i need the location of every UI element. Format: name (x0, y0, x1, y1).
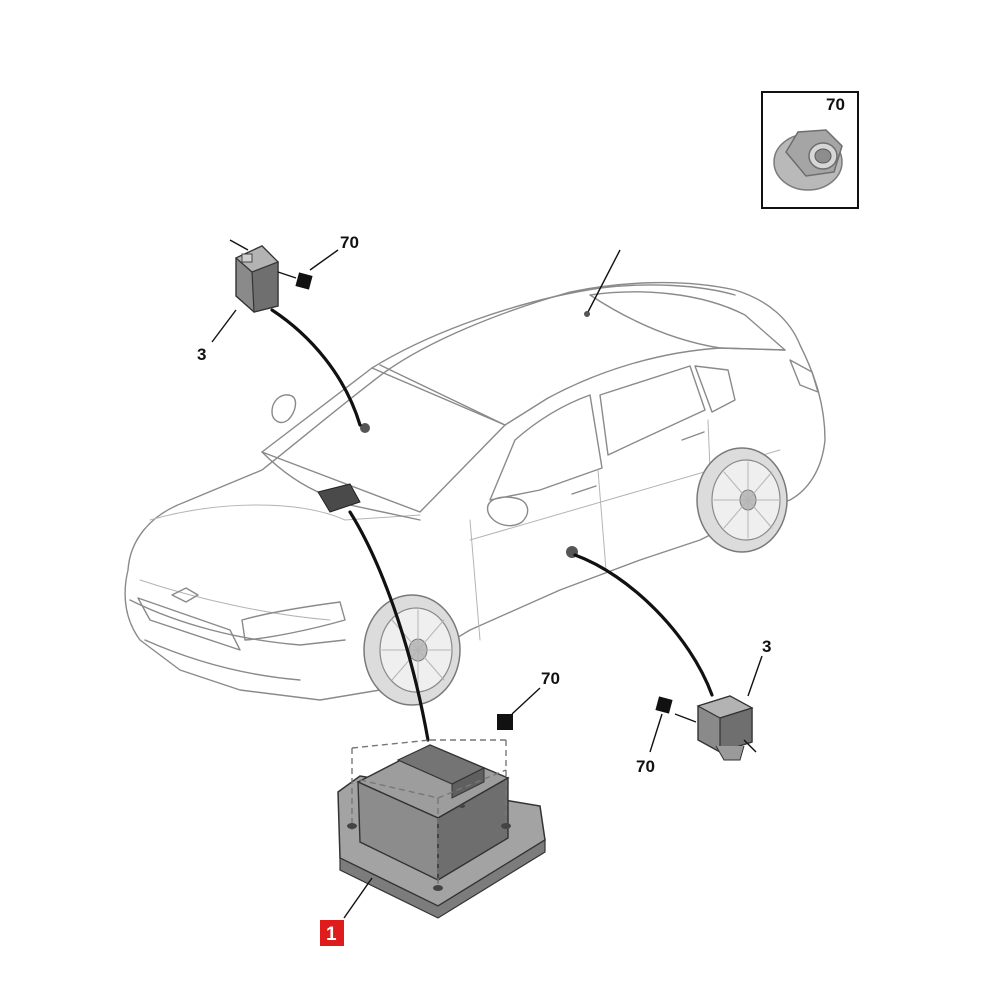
part-number-badge (320, 920, 344, 946)
mount-point-front (360, 423, 370, 433)
callout-sensor-left: 3 (197, 345, 206, 364)
flange-nut-icon (773, 129, 843, 191)
nut-callout: 70 (826, 95, 845, 114)
car-body (124, 249, 826, 706)
right-impact-sensor: 3 70 (636, 637, 771, 776)
harness-right-sensor (573, 553, 714, 697)
square-marker-icon (655, 696, 673, 714)
callout-sensor-right: 3 (762, 637, 771, 656)
square-marker-icon (497, 714, 513, 730)
callout-module-fixing: 70 (541, 669, 560, 688)
callout-module: 1 (326, 924, 337, 945)
airbag-control-module: 70 1 (320, 669, 560, 946)
harness-left-sensor (270, 308, 362, 427)
square-marker-icon (295, 272, 313, 290)
rear-wheel (696, 447, 788, 553)
callout-sensor-left-fixing: 70 (340, 233, 359, 252)
left-impact-sensor: 3 70 (197, 233, 359, 364)
callout-sensor-right-fixing: 70 (636, 757, 655, 776)
front-wheel (363, 594, 461, 706)
nut-inset: 70 (761, 91, 859, 209)
harness-module (348, 510, 430, 742)
